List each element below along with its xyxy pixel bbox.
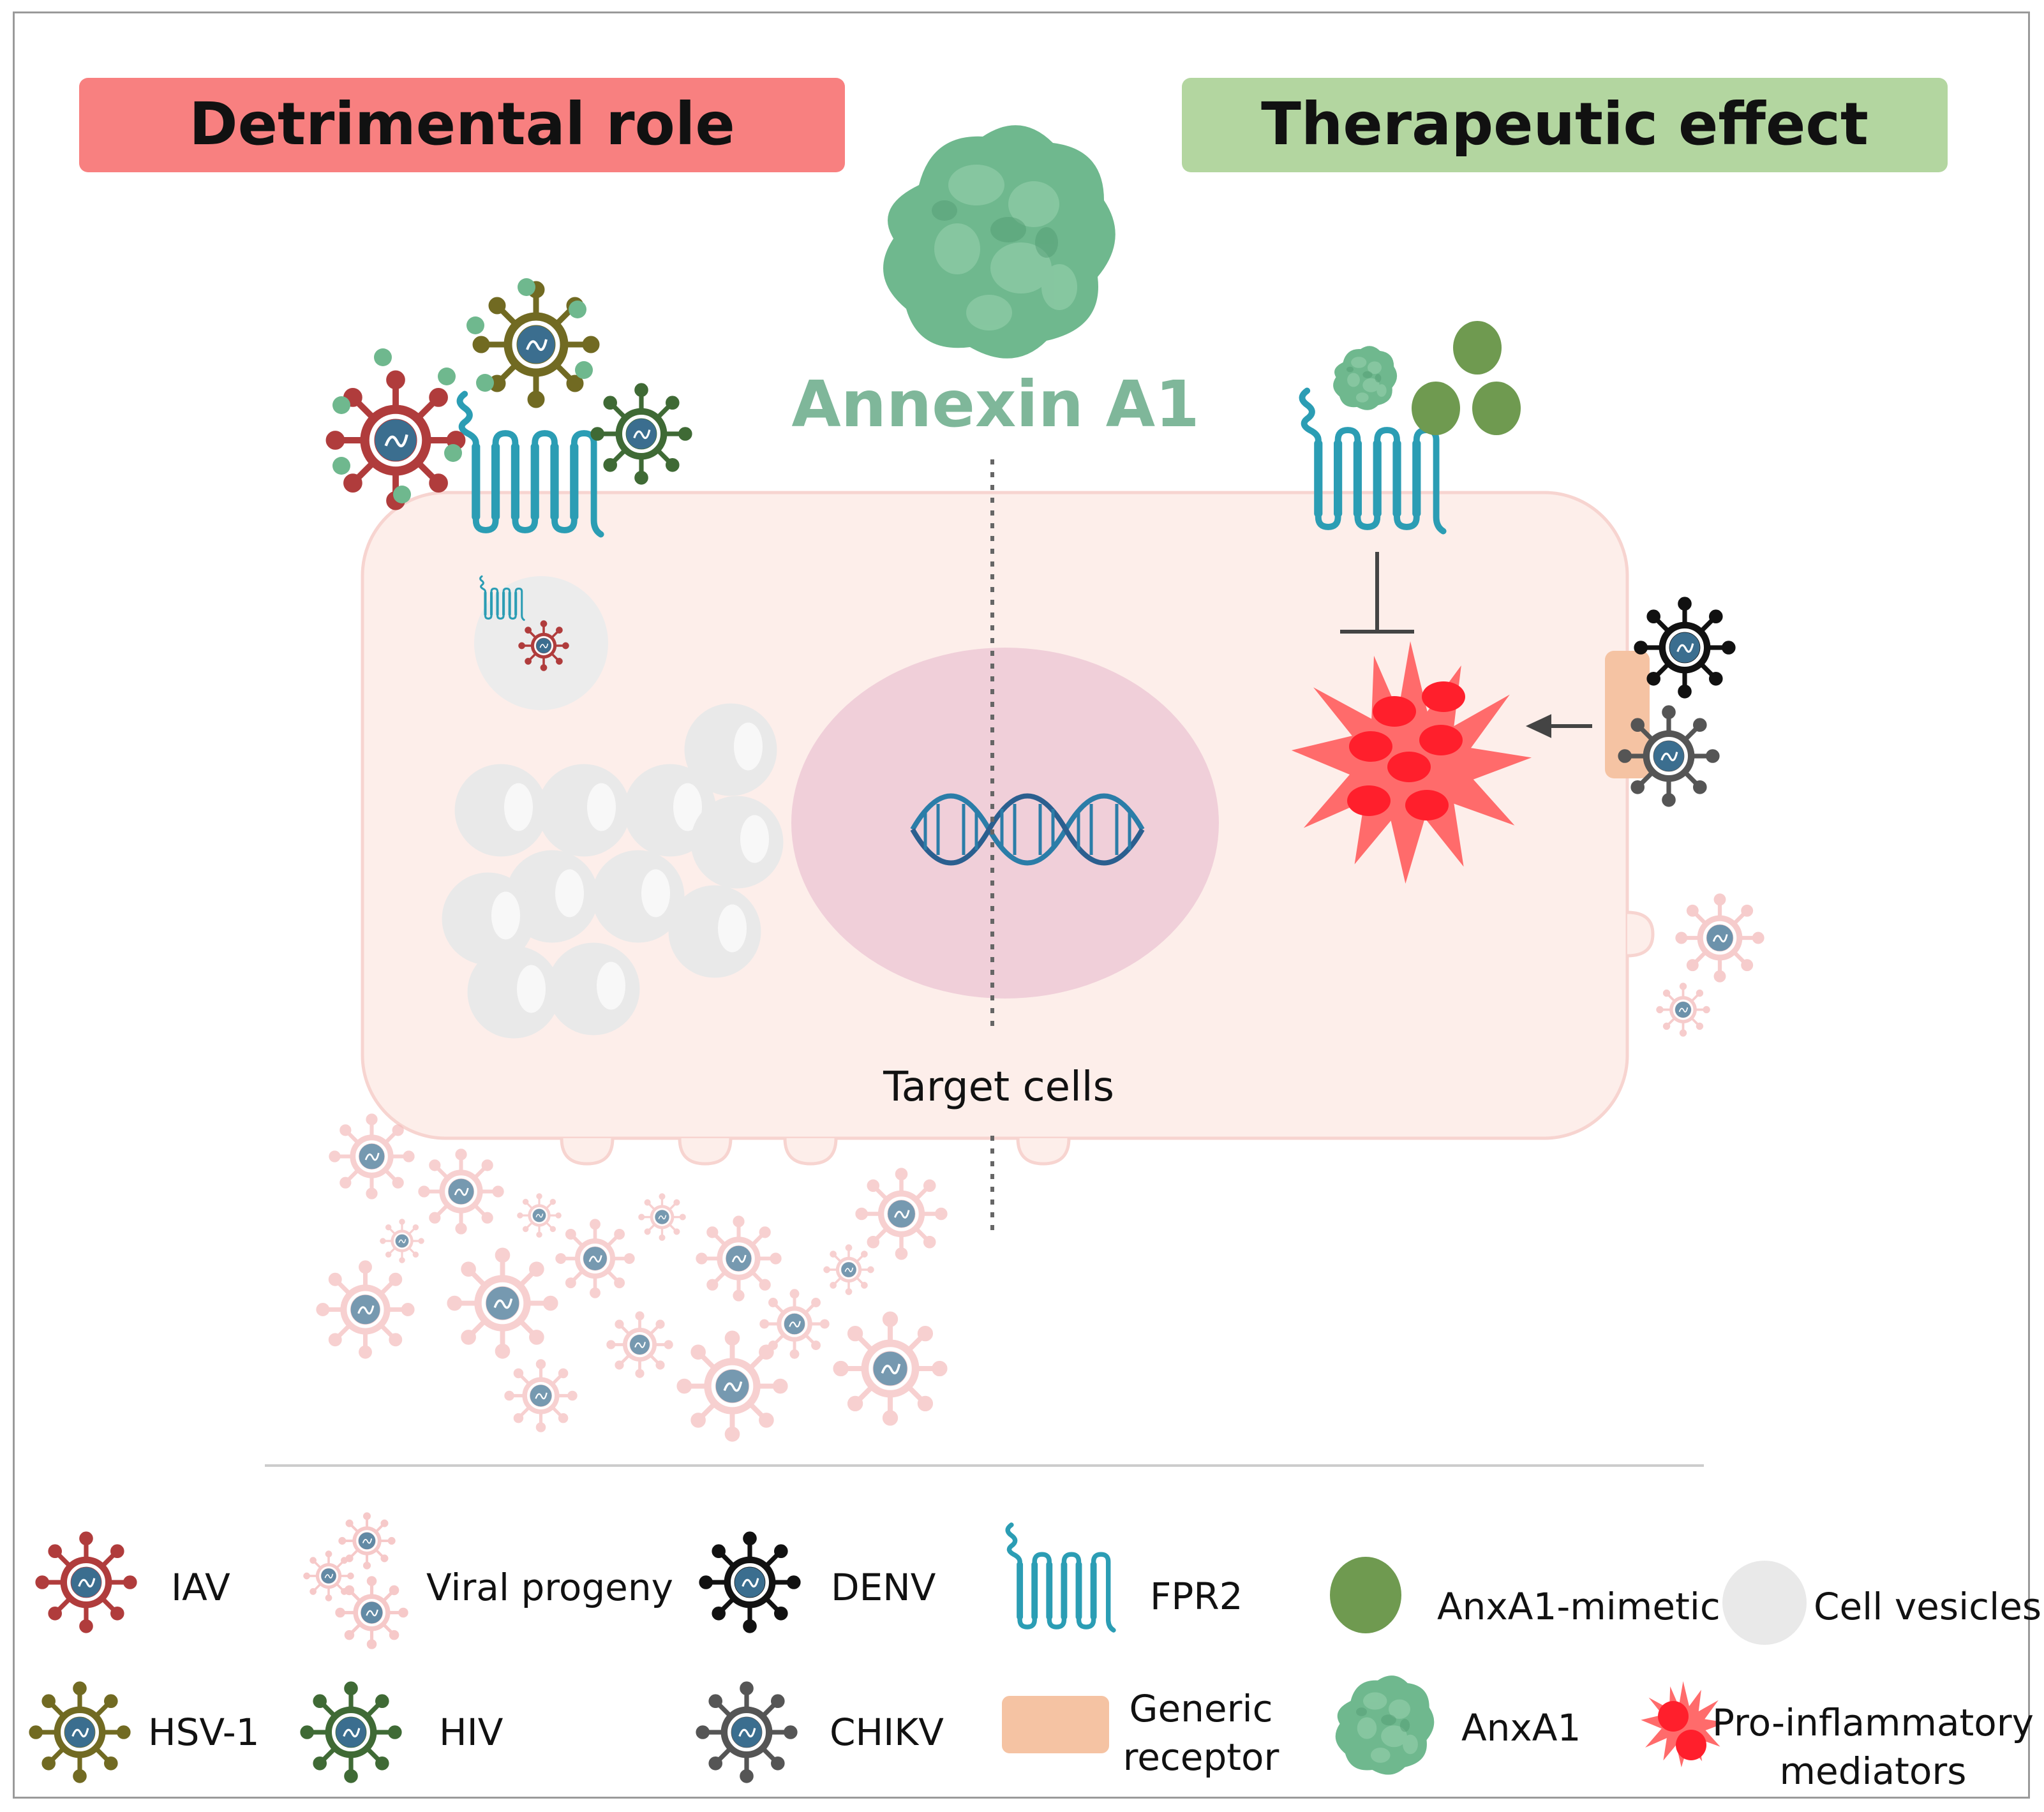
legend-item-viral-progeny: Viral progeny xyxy=(302,1512,673,1649)
legend-item-anxa1: AnxA1 xyxy=(1335,1675,1581,1775)
anxa1-icon xyxy=(1335,1675,1435,1775)
generic-receptor-icon xyxy=(1002,1696,1109,1753)
target-cells-label: Target cells xyxy=(883,1064,1114,1111)
viral-progeny-cloud xyxy=(317,1114,947,1441)
annexin-a1-title: Annexin A1 xyxy=(791,367,1199,442)
legend-label-denv: DENV xyxy=(831,1566,936,1609)
banner-therapeutic-effect-label: Therapeutic effect xyxy=(1261,90,1869,158)
target-cell: Target cells xyxy=(361,459,1655,1231)
banner-therapeutic-effect: Therapeutic effect xyxy=(1182,78,1948,172)
annexin-a1-protein-icon xyxy=(883,125,1115,359)
legend-item-pro-inflammatory: Pro-inflammatory mediators xyxy=(1641,1681,2034,1793)
figure-frame xyxy=(13,11,2030,1799)
anxa1-binding-dots xyxy=(332,278,593,503)
hiv-icon xyxy=(301,1682,401,1783)
legend-item-generic-receptor: Generic receptor xyxy=(1002,1687,1279,1779)
legend-label-anxa1-mimetic: AnxA1-mimetic xyxy=(1437,1585,1720,1628)
viral-progeny-right xyxy=(1655,894,1764,1038)
denv-virus xyxy=(1634,597,1735,698)
iav-icon xyxy=(36,1532,137,1633)
legend-item-denv: DENV xyxy=(699,1532,936,1633)
legend-label-pro-inflammatory-line2: mediators xyxy=(1780,1749,1967,1793)
legend-item-fpr2: FPR2 xyxy=(1008,1525,1243,1630)
inhibition-symbol xyxy=(1340,552,1414,634)
legend-item-anxa1-mimetic: AnxA1-mimetic xyxy=(1330,1557,1720,1633)
legend-label-fpr2: FPR2 xyxy=(1150,1575,1243,1618)
legend-item-hiv: HIV xyxy=(301,1682,504,1783)
hsv1-icon xyxy=(29,1682,130,1783)
legend: IAV Viral progeny DENV FPR2 AnxA1-mimeti… xyxy=(29,1512,2041,1793)
pro-inflammatory-icon xyxy=(1641,1681,1726,1767)
legend-label-viral-progeny: Viral progeny xyxy=(426,1566,673,1609)
legend-label-pro-inflammatory-line1: Pro-inflammatory xyxy=(1712,1701,2034,1744)
anxa1-bound-icon xyxy=(1333,346,1398,410)
banner-detrimental-role: Detrimental role xyxy=(79,78,845,172)
legend-label-anxa1: AnxA1 xyxy=(1461,1706,1581,1749)
legend-label-cell-vesicles: Cell vesicles xyxy=(1814,1585,2041,1628)
endosome xyxy=(474,575,608,710)
hiv-virus xyxy=(591,383,692,484)
anxa1-mimetic-icon xyxy=(1330,1557,1401,1633)
chikv-virus xyxy=(1618,706,1719,806)
legend-label-generic-receptor-line1: Generic xyxy=(1130,1687,1273,1730)
legend-label-hiv: HIV xyxy=(439,1711,504,1754)
denv-icon xyxy=(699,1532,800,1633)
legend-label-generic-receptor-line2: receptor xyxy=(1123,1735,1279,1779)
anxa1-mimetic-cluster xyxy=(1412,321,1521,435)
legend-item-chikv: CHIKV xyxy=(696,1682,944,1783)
generic-receptor-block xyxy=(1605,651,1650,778)
hsv1-virus xyxy=(473,281,599,408)
viral-progeny-icon xyxy=(302,1512,408,1649)
legend-label-chikv: CHIKV xyxy=(830,1711,944,1754)
legend-label-iav: IAV xyxy=(171,1566,230,1609)
banner-detrimental-role-label: Detrimental role xyxy=(189,90,735,158)
legend-item-hsv1: HSV-1 xyxy=(29,1682,260,1783)
fpr2-icon xyxy=(1008,1525,1114,1630)
legend-label-hsv1: HSV-1 xyxy=(148,1711,260,1754)
activation-arrow xyxy=(1525,714,1592,738)
legend-item-cell-vesicles: Cell vesicles xyxy=(1722,1561,2041,1645)
dna-icon xyxy=(910,793,1145,866)
pro-inflammatory-mediators xyxy=(1291,641,1532,884)
nucleus xyxy=(791,648,1219,999)
legend-item-iav: IAV xyxy=(36,1532,230,1633)
chikv-icon xyxy=(696,1682,797,1783)
cell-vesicle-icon xyxy=(1722,1561,1807,1645)
